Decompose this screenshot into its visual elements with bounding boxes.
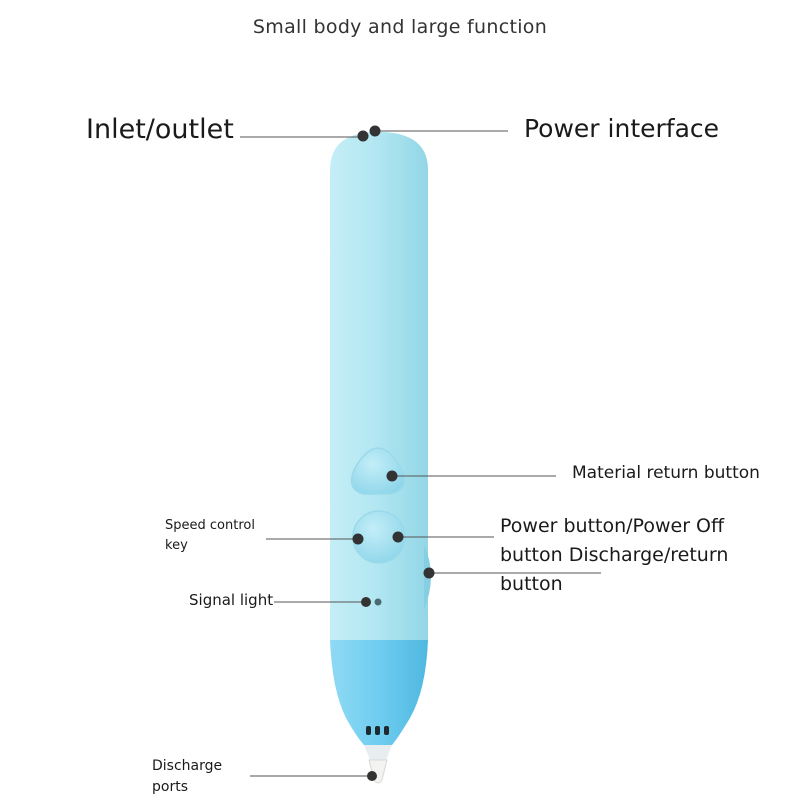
speed-control-label: Speed control key bbox=[165, 518, 255, 553]
discharge-hole bbox=[366, 726, 371, 735]
signal-light-label: Signal light bbox=[189, 591, 274, 609]
discharge-hole bbox=[384, 726, 389, 735]
page-title: Small body and large function bbox=[252, 16, 548, 38]
callout-dot bbox=[369, 125, 381, 137]
material-return-label: Material return button bbox=[572, 463, 760, 483]
pen-tip-collar bbox=[364, 745, 392, 760]
material-return-button bbox=[350, 447, 405, 495]
callout-dot bbox=[423, 567, 435, 579]
callout-dot bbox=[361, 597, 371, 607]
callout-dot bbox=[386, 470, 398, 482]
inlet-outlet-label: Inlet/outlet bbox=[86, 114, 234, 145]
pen-body bbox=[330, 132, 428, 640]
power-interface-label: Power interface bbox=[524, 114, 720, 143]
discharge-ports-label: Discharge ports bbox=[152, 758, 223, 795]
pen-tip-section bbox=[330, 640, 428, 745]
callout-dot bbox=[392, 531, 404, 543]
callout-dot bbox=[357, 130, 369, 142]
signal-led bbox=[374, 598, 382, 606]
callout-dot bbox=[352, 533, 364, 545]
callout-dot bbox=[367, 771, 377, 781]
power-button-label: Power button/Power Off button Discharge/… bbox=[500, 515, 729, 595]
discharge-hole bbox=[375, 726, 380, 735]
